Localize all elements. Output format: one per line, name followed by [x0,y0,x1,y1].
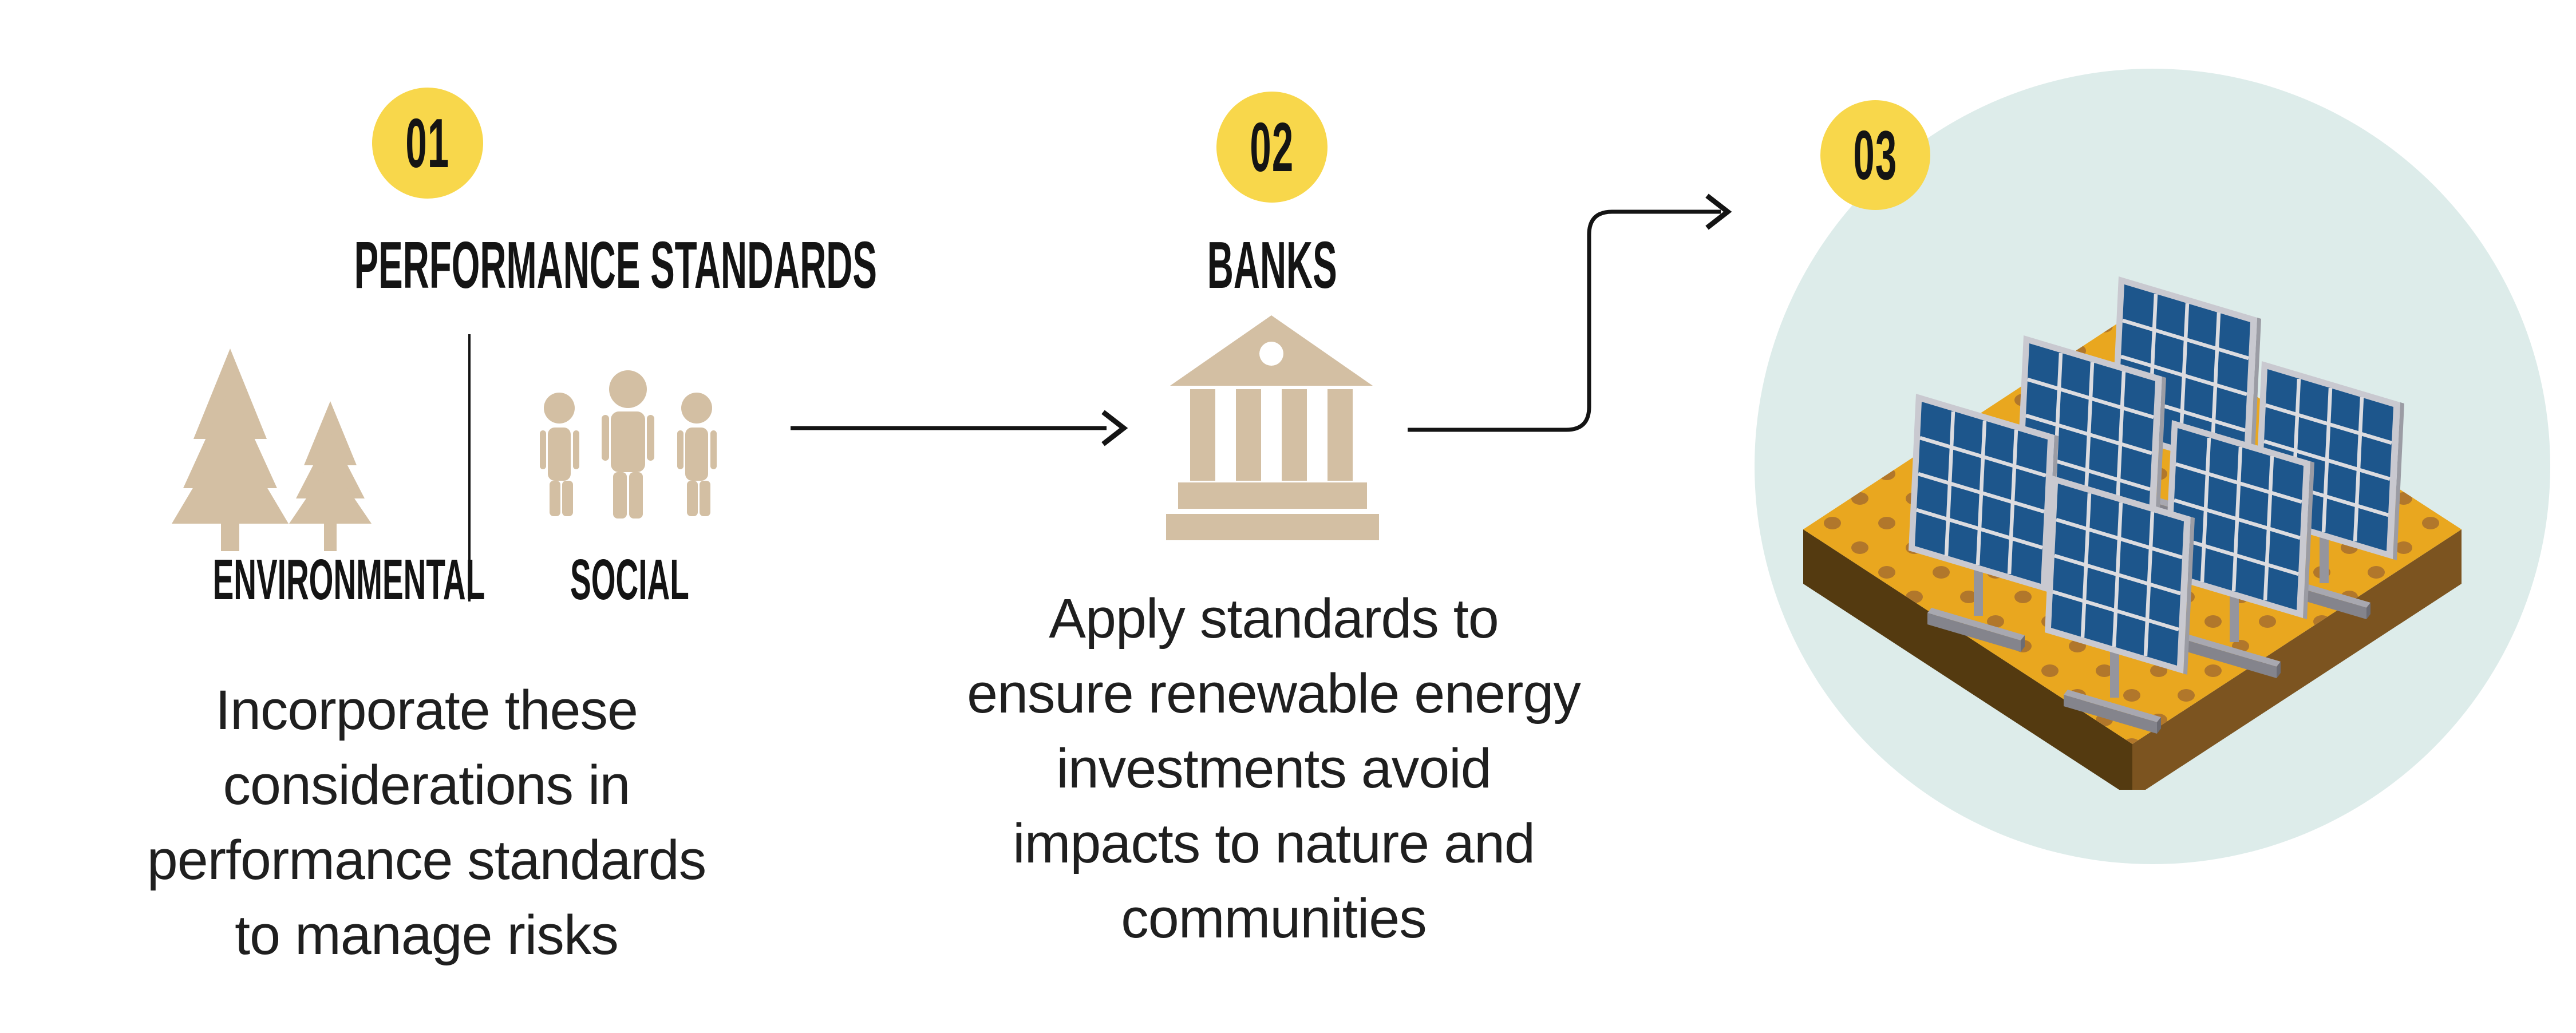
bank-building-icon [1166,315,1379,540]
elbow-arrow-icon [1408,193,1732,432]
arrow-right-icon [791,410,1128,446]
step-2-number-badge: 02 [1216,92,1327,203]
step-2-description: Apply standards to ensure renewable ener… [967,587,1581,949]
step-1-description: Incorporate these considerations in perf… [147,679,706,966]
step-1-title: PERFORMANCE STANDARDS [354,228,877,302]
step-3-number-badge: 03 [1820,100,1930,210]
pine-trees-icon [172,349,372,551]
step-2-title: BANKS [1207,228,1337,302]
step-2-number: 02 [1250,108,1294,186]
label-social: SOCIAL [570,548,689,612]
solar-panel-farm-illustration [1803,240,2462,790]
people-group-icon [540,370,717,519]
step-3-number: 03 [1853,116,1898,194]
category-divider [468,334,471,601]
step-1-number: 01 [405,104,450,182]
label-environmental: ENVIRONMENTAL [212,548,485,612]
step-1-number-badge: 01 [372,88,483,199]
